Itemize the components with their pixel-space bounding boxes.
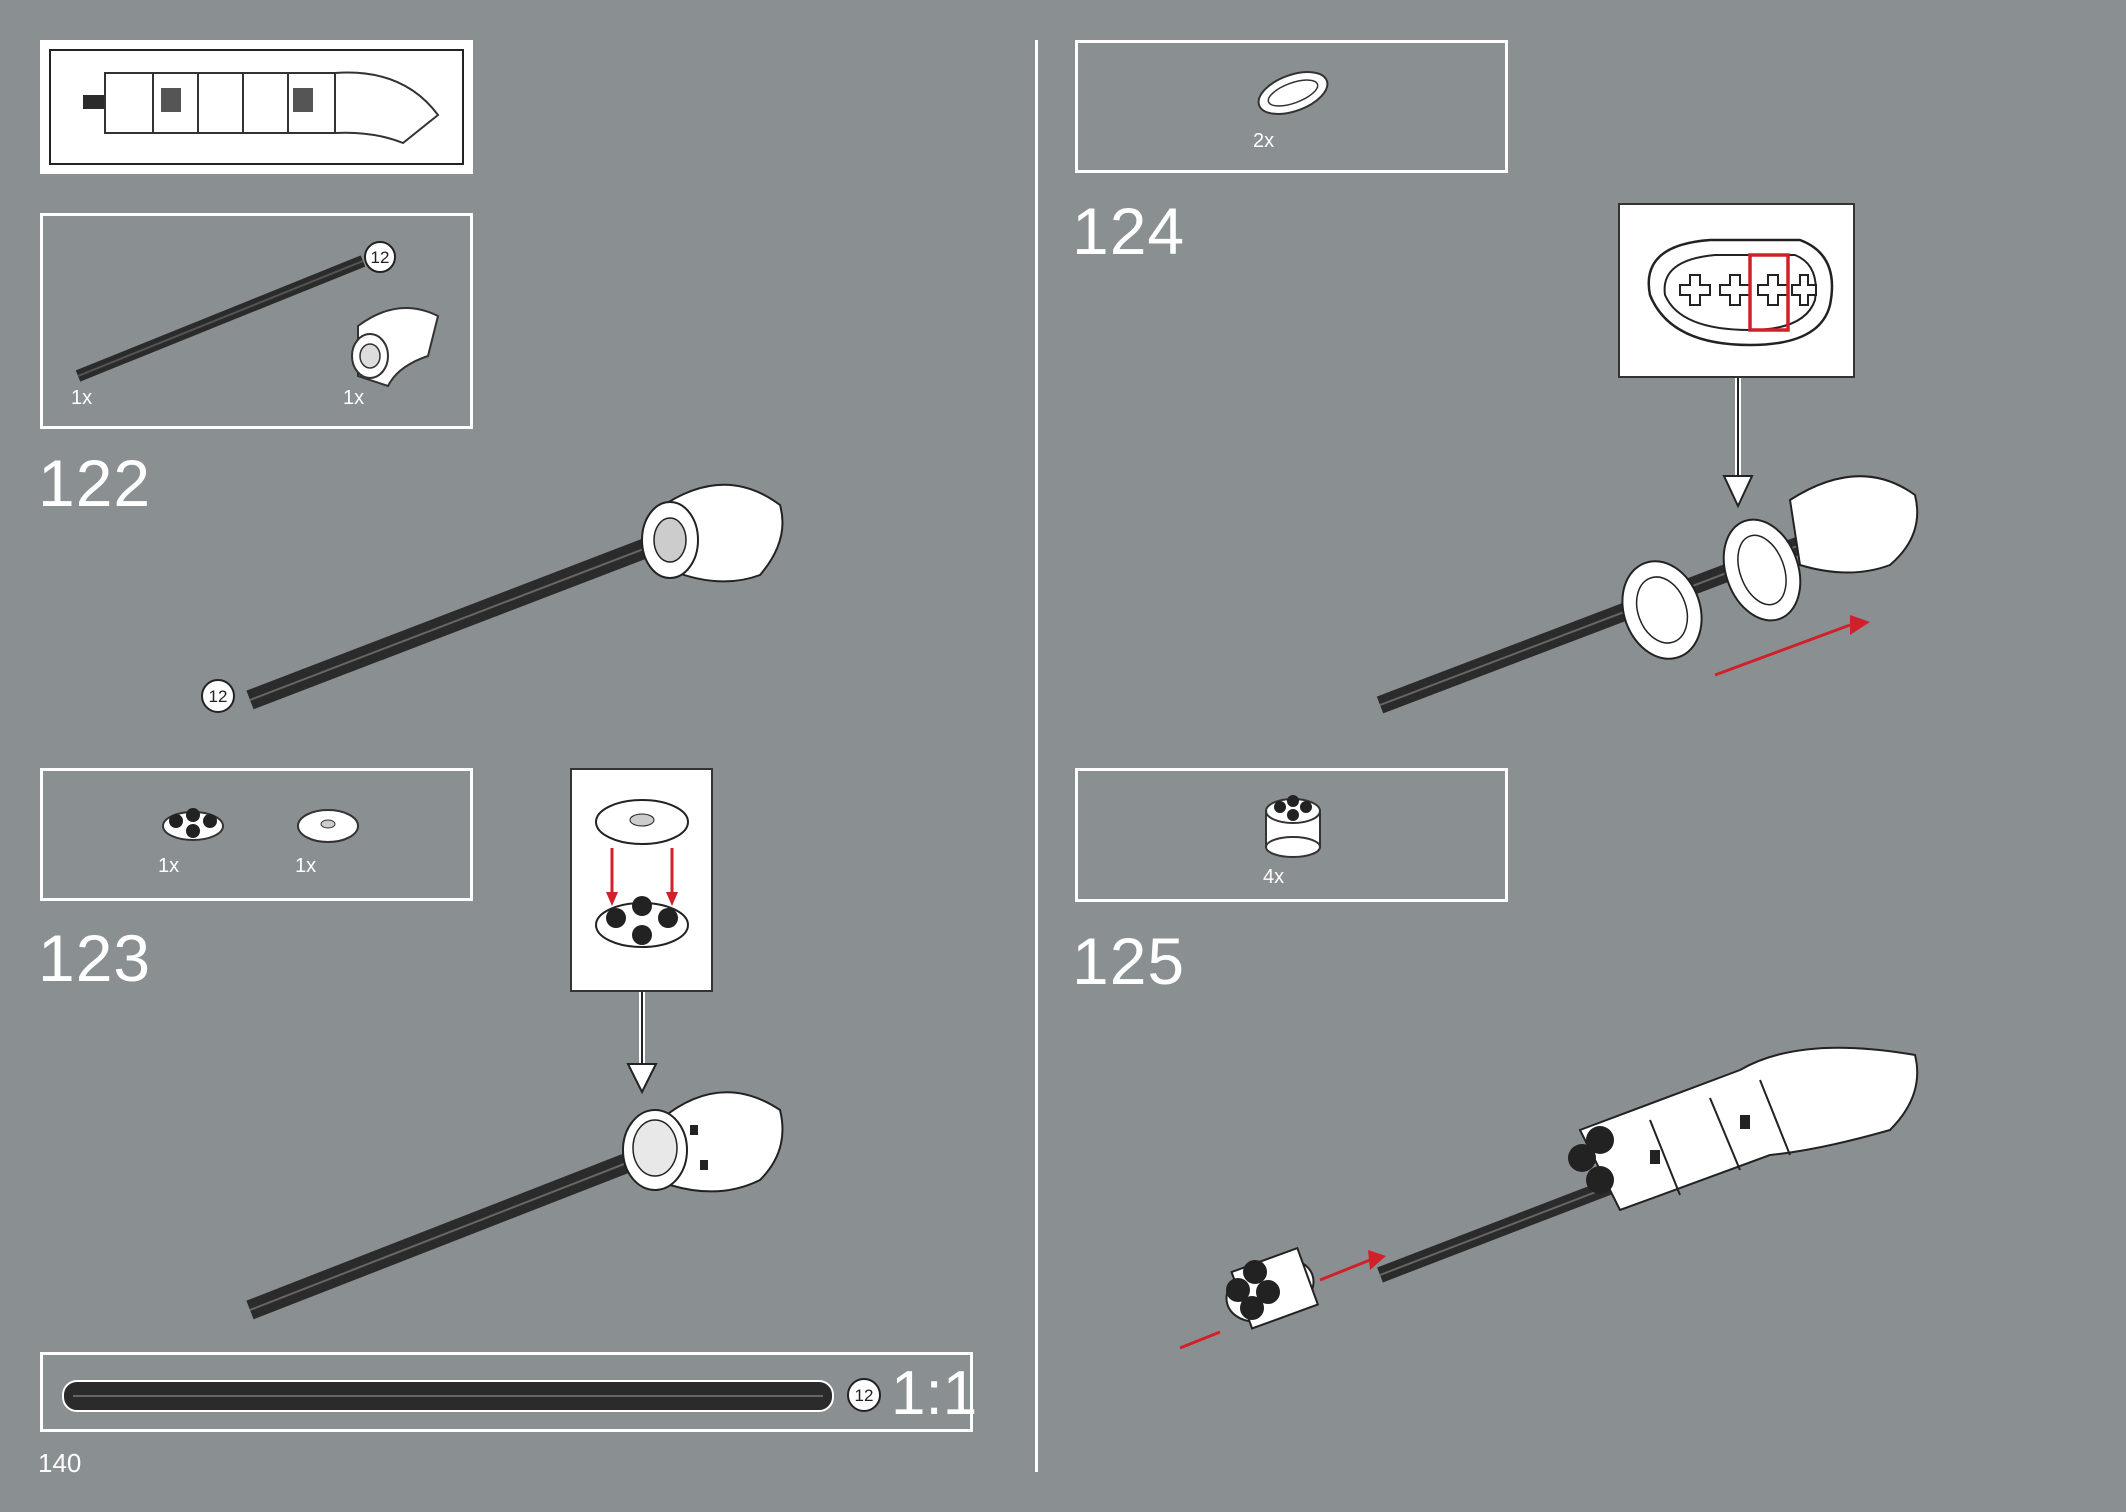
parts-list-125: 4x xyxy=(1075,768,1508,902)
qty-label: 1x xyxy=(71,387,93,409)
callout-stack-illustration xyxy=(595,799,689,948)
length-12-badge: 12 xyxy=(847,1378,881,1412)
subassembly-preview-illustration xyxy=(83,71,440,145)
round-brick-part xyxy=(1265,795,1321,858)
page-divider xyxy=(1035,40,1038,1472)
callout-connector-detail xyxy=(1647,238,1834,347)
step-123-callout xyxy=(570,768,713,992)
round-plate-part xyxy=(162,808,224,841)
qty-label: 1x xyxy=(158,855,180,877)
svg-text:12: 12 xyxy=(855,1386,874,1405)
axle-12-part xyxy=(75,255,366,382)
callout-arrow xyxy=(1722,378,1754,509)
qty-label: 2x xyxy=(1253,130,1275,152)
qty-label: 4x xyxy=(1263,866,1285,888)
svg-text:12: 12 xyxy=(371,248,390,267)
step-124-illustration xyxy=(1376,475,1919,714)
step-124-callout xyxy=(1618,203,1855,378)
qty-label: 1x xyxy=(343,387,365,409)
oval-connector-part xyxy=(1257,71,1329,115)
step-number-125: 125 xyxy=(1072,924,1186,998)
qty-label: 1x xyxy=(295,855,317,877)
curved-element-part xyxy=(351,307,440,388)
step-number-124: 124 xyxy=(1072,194,1186,268)
step-number-122: 122 xyxy=(38,446,152,520)
page-number: 140 xyxy=(38,1448,82,1478)
step-123-illustration xyxy=(246,1091,784,1320)
subassembly-preview xyxy=(40,40,473,174)
callout-arrow xyxy=(626,992,658,1095)
length-12-badge: 12 xyxy=(364,241,396,273)
step-125-illustration xyxy=(1179,1046,1919,1350)
svg-text:12: 12 xyxy=(209,687,228,706)
round-tile-part xyxy=(297,809,359,843)
step-number-123: 123 xyxy=(38,921,152,995)
length-12-badge: 12 xyxy=(201,679,235,713)
scale-bar-box: 12 1:1 xyxy=(40,1352,977,1432)
scale-ratio: 1:1 xyxy=(891,1359,978,1428)
parts-list-123: 1x 1x xyxy=(40,768,473,901)
step-122-illustration xyxy=(246,483,784,710)
parts-list-124: 2x xyxy=(1075,40,1508,173)
axle-scale-illustration xyxy=(62,1380,834,1412)
parts-list-122: 12 1x 1x xyxy=(40,213,473,429)
